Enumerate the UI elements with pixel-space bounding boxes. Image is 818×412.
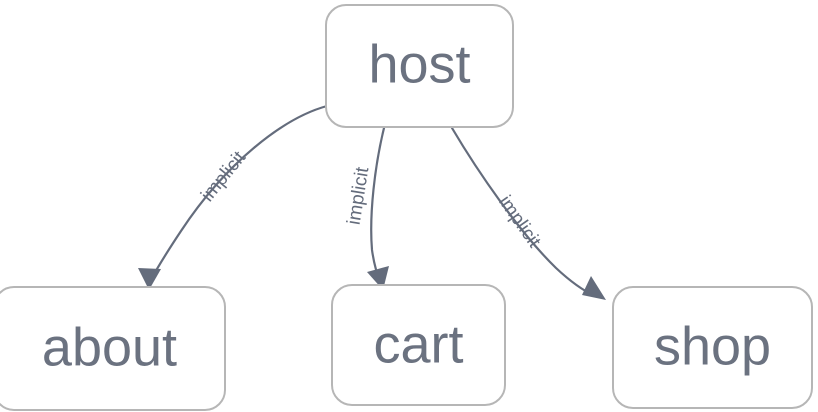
edge-label-host-about: implicit [197,147,250,206]
edge-path-host-shop[interactable] [450,126,597,298]
edge-path-host-cart[interactable] [370,126,386,283]
node-group: host about cart shop [0,4,813,411]
node-cart-box[interactable] [331,284,506,406]
node-shop[interactable]: shop [612,286,813,409]
edge-label-host-shop: implicit [494,192,545,252]
arrowhead-host-shop [582,276,606,300]
node-about[interactable]: about [0,286,226,411]
node-shop-label: shop [654,316,771,376]
edge-path-host-about[interactable] [147,104,329,285]
edge-host-cart[interactable]: implicit [344,126,389,290]
edge-host-shop[interactable]: implicit [450,126,606,300]
edge-label-host-cart: implicit [344,165,374,226]
node-shop-box[interactable] [612,286,813,409]
edge-group: implicit implicit implicit [138,104,606,300]
node-about-label: about [42,317,177,377]
node-host-label: host [368,34,470,94]
node-host-box[interactable] [325,4,514,128]
node-cart[interactable]: cart [331,284,506,406]
edge-host-about[interactable]: implicit [138,104,329,290]
node-about-box[interactable] [0,286,226,411]
arrowhead-host-about [138,268,161,290]
node-cart-label: cart [373,314,463,374]
node-host[interactable]: host [325,4,514,128]
